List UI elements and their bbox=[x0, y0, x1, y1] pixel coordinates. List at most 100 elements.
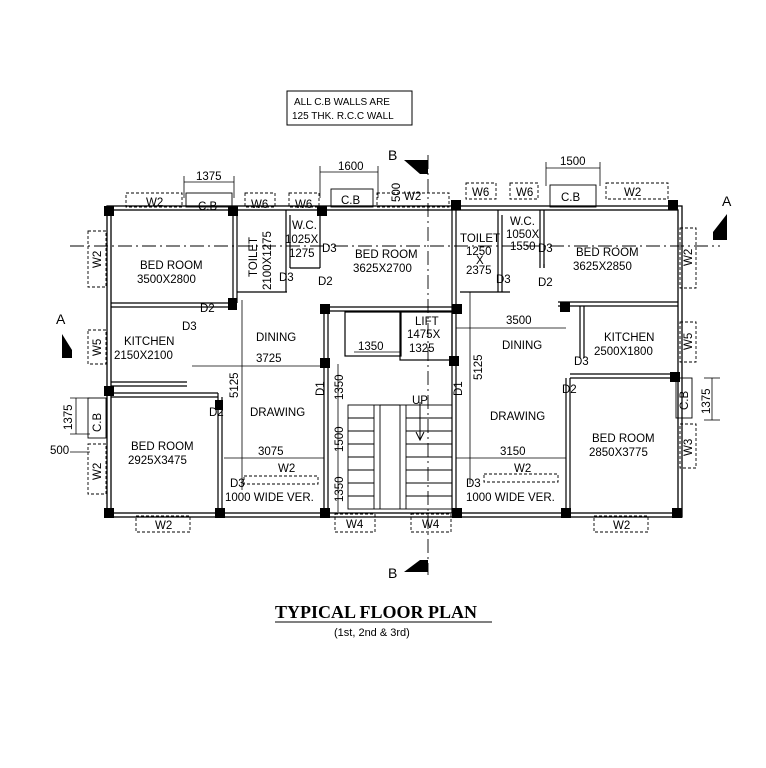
room-bed-bl-name: BED ROOM bbox=[131, 441, 194, 453]
room-wc-r-l2: 1550 bbox=[510, 241, 536, 253]
dim-3725: 3725 bbox=[256, 353, 282, 365]
dim-500-left: 500 bbox=[50, 445, 69, 457]
svg-text:A: A bbox=[722, 193, 732, 209]
label-w6: W6 bbox=[472, 187, 489, 199]
svg-text:D3: D3 bbox=[574, 356, 589, 368]
room-lift-l2: 1325 bbox=[409, 343, 435, 355]
room-verandah-l: 1000 WIDE VER. bbox=[225, 492, 314, 504]
label-w2: W2 bbox=[514, 463, 531, 475]
room-bed-tm-size: 3625X2700 bbox=[353, 263, 412, 275]
dim-500-top: 500 bbox=[391, 183, 403, 202]
label-cb: C.B bbox=[341, 195, 361, 207]
room-kitchen-r-name: KITCHEN bbox=[604, 332, 654, 344]
label-w2: W2 bbox=[613, 520, 630, 532]
door-labels: D3 D3 D2 D2 D3 D2 D3 D3 D3 D2 D3 D2 D3 D… bbox=[182, 243, 589, 490]
dim-1375-right: 1375 bbox=[701, 388, 713, 414]
room-toilet-r-l2: X bbox=[476, 255, 484, 267]
room-dining-r: DINING bbox=[502, 340, 542, 352]
dim-1600: 1600 bbox=[338, 161, 364, 173]
svg-text:D1: D1 bbox=[315, 381, 327, 396]
svg-text:D3: D3 bbox=[322, 243, 337, 255]
svg-text:D3: D3 bbox=[496, 274, 511, 286]
svg-text:B: B bbox=[388, 565, 397, 581]
label-w2: W2 bbox=[683, 249, 695, 266]
interior-walls bbox=[111, 200, 678, 513]
dim-1350-b: 1350 bbox=[334, 476, 346, 502]
svg-text:D2: D2 bbox=[538, 277, 553, 289]
label-cb: C.B bbox=[679, 391, 691, 411]
label-w5: W5 bbox=[683, 333, 695, 350]
dim-1375-left: 1375 bbox=[63, 404, 75, 430]
label-w6: W6 bbox=[251, 199, 268, 211]
dim-1500-top: 1500 bbox=[560, 156, 586, 168]
section-marker-b-top: B bbox=[388, 147, 428, 174]
label-w4: W4 bbox=[346, 519, 364, 531]
room-bed-tm-name: BED ROOM bbox=[355, 249, 418, 261]
room-drawing-l: DRAWING bbox=[250, 407, 305, 419]
dim-1375-top: 1375 bbox=[196, 171, 222, 183]
dim-3150: 3150 bbox=[500, 446, 526, 458]
plan-title: TYPICAL FLOOR PLAN bbox=[275, 602, 477, 622]
room-bed-br-size: 2850X3775 bbox=[589, 447, 648, 459]
dim-1350-lift: 1350 bbox=[358, 341, 384, 353]
room-toilet-l-size: 2100X1275 bbox=[262, 231, 274, 290]
section-marker-b-bottom: B bbox=[388, 560, 428, 581]
room-lift-name: LIFT bbox=[415, 316, 439, 328]
label-cb: C.B bbox=[561, 192, 581, 204]
stair-up-label: UP bbox=[412, 395, 428, 407]
label-w2: W2 bbox=[92, 251, 104, 268]
opening-labels: W2 C.B W6 W6 C.B W2 W6 W6 C.B W2 W2 W5 C… bbox=[92, 187, 695, 532]
dim-3075: 3075 bbox=[258, 446, 284, 458]
svg-text:D3: D3 bbox=[279, 272, 294, 284]
label-w2: W2 bbox=[92, 463, 104, 480]
room-kitchen-r-size: 2500X1800 bbox=[594, 346, 653, 358]
label-w2: W2 bbox=[146, 197, 163, 209]
svg-text:D2: D2 bbox=[209, 407, 224, 419]
room-wc-r-l1: 1050X bbox=[506, 229, 540, 241]
room-lift-l1: 1475X bbox=[407, 329, 441, 341]
label-w4: W4 bbox=[422, 519, 440, 531]
room-wc-l-l1: 1025X bbox=[285, 234, 319, 246]
label-w2: W2 bbox=[155, 520, 172, 532]
dim-3500: 3500 bbox=[506, 315, 532, 327]
room-kitchen-l-name: KITCHEN bbox=[124, 336, 174, 348]
room-wc-r-name: W.C. bbox=[510, 216, 535, 228]
dimension-labels: 1375 1600 500 1500 3725 1350 3500 5125 5… bbox=[50, 156, 713, 502]
dim-5125-r: 5125 bbox=[473, 354, 485, 380]
plan-subtitle: (1st, 2nd & 3rd) bbox=[334, 627, 410, 639]
room-drawing-r: DRAWING bbox=[490, 411, 545, 423]
room-dining-l: DINING bbox=[256, 332, 296, 344]
svg-text:D3: D3 bbox=[466, 478, 481, 490]
note-box bbox=[286, 90, 413, 126]
room-toilet-r-l1: 1250 bbox=[466, 246, 492, 258]
section-lines bbox=[70, 155, 720, 575]
windows bbox=[87, 182, 697, 533]
room-toilet-l-name: TOILET bbox=[248, 237, 260, 277]
columns bbox=[104, 200, 682, 518]
outer-walls bbox=[106, 205, 683, 518]
room-bed-tl-name: BED ROOM bbox=[140, 260, 203, 272]
svg-text:D3: D3 bbox=[538, 243, 553, 255]
label-cb: C.B bbox=[92, 413, 104, 433]
label-w6: W6 bbox=[516, 187, 533, 199]
svg-text:D2: D2 bbox=[562, 384, 577, 396]
label-w6: W6 bbox=[295, 199, 312, 211]
stair-arrow bbox=[415, 402, 425, 442]
label-w3: W3 bbox=[683, 439, 695, 456]
staircase bbox=[347, 404, 453, 510]
label-w5: W5 bbox=[92, 339, 104, 356]
room-bed-br-name: BED ROOM bbox=[592, 433, 655, 445]
note-line-1: ALL C.B WALLS ARE bbox=[294, 97, 390, 108]
section-marker-a-left: A bbox=[56, 311, 72, 358]
room-bed-bl-size: 2925X3475 bbox=[128, 455, 187, 467]
room-verandah-r: 1000 WIDE VER. bbox=[466, 492, 555, 504]
label-w2: W2 bbox=[624, 187, 641, 199]
room-bed-tr-size: 3625X2850 bbox=[573, 261, 632, 273]
svg-text:D2: D2 bbox=[318, 276, 333, 288]
label-w2: W2 bbox=[404, 191, 421, 203]
svg-text:A: A bbox=[56, 311, 66, 327]
room-kitchen-l-size: 2150X2100 bbox=[114, 350, 173, 362]
svg-text:D1: D1 bbox=[453, 381, 465, 396]
room-wc-l-name: W.C. bbox=[292, 220, 317, 232]
